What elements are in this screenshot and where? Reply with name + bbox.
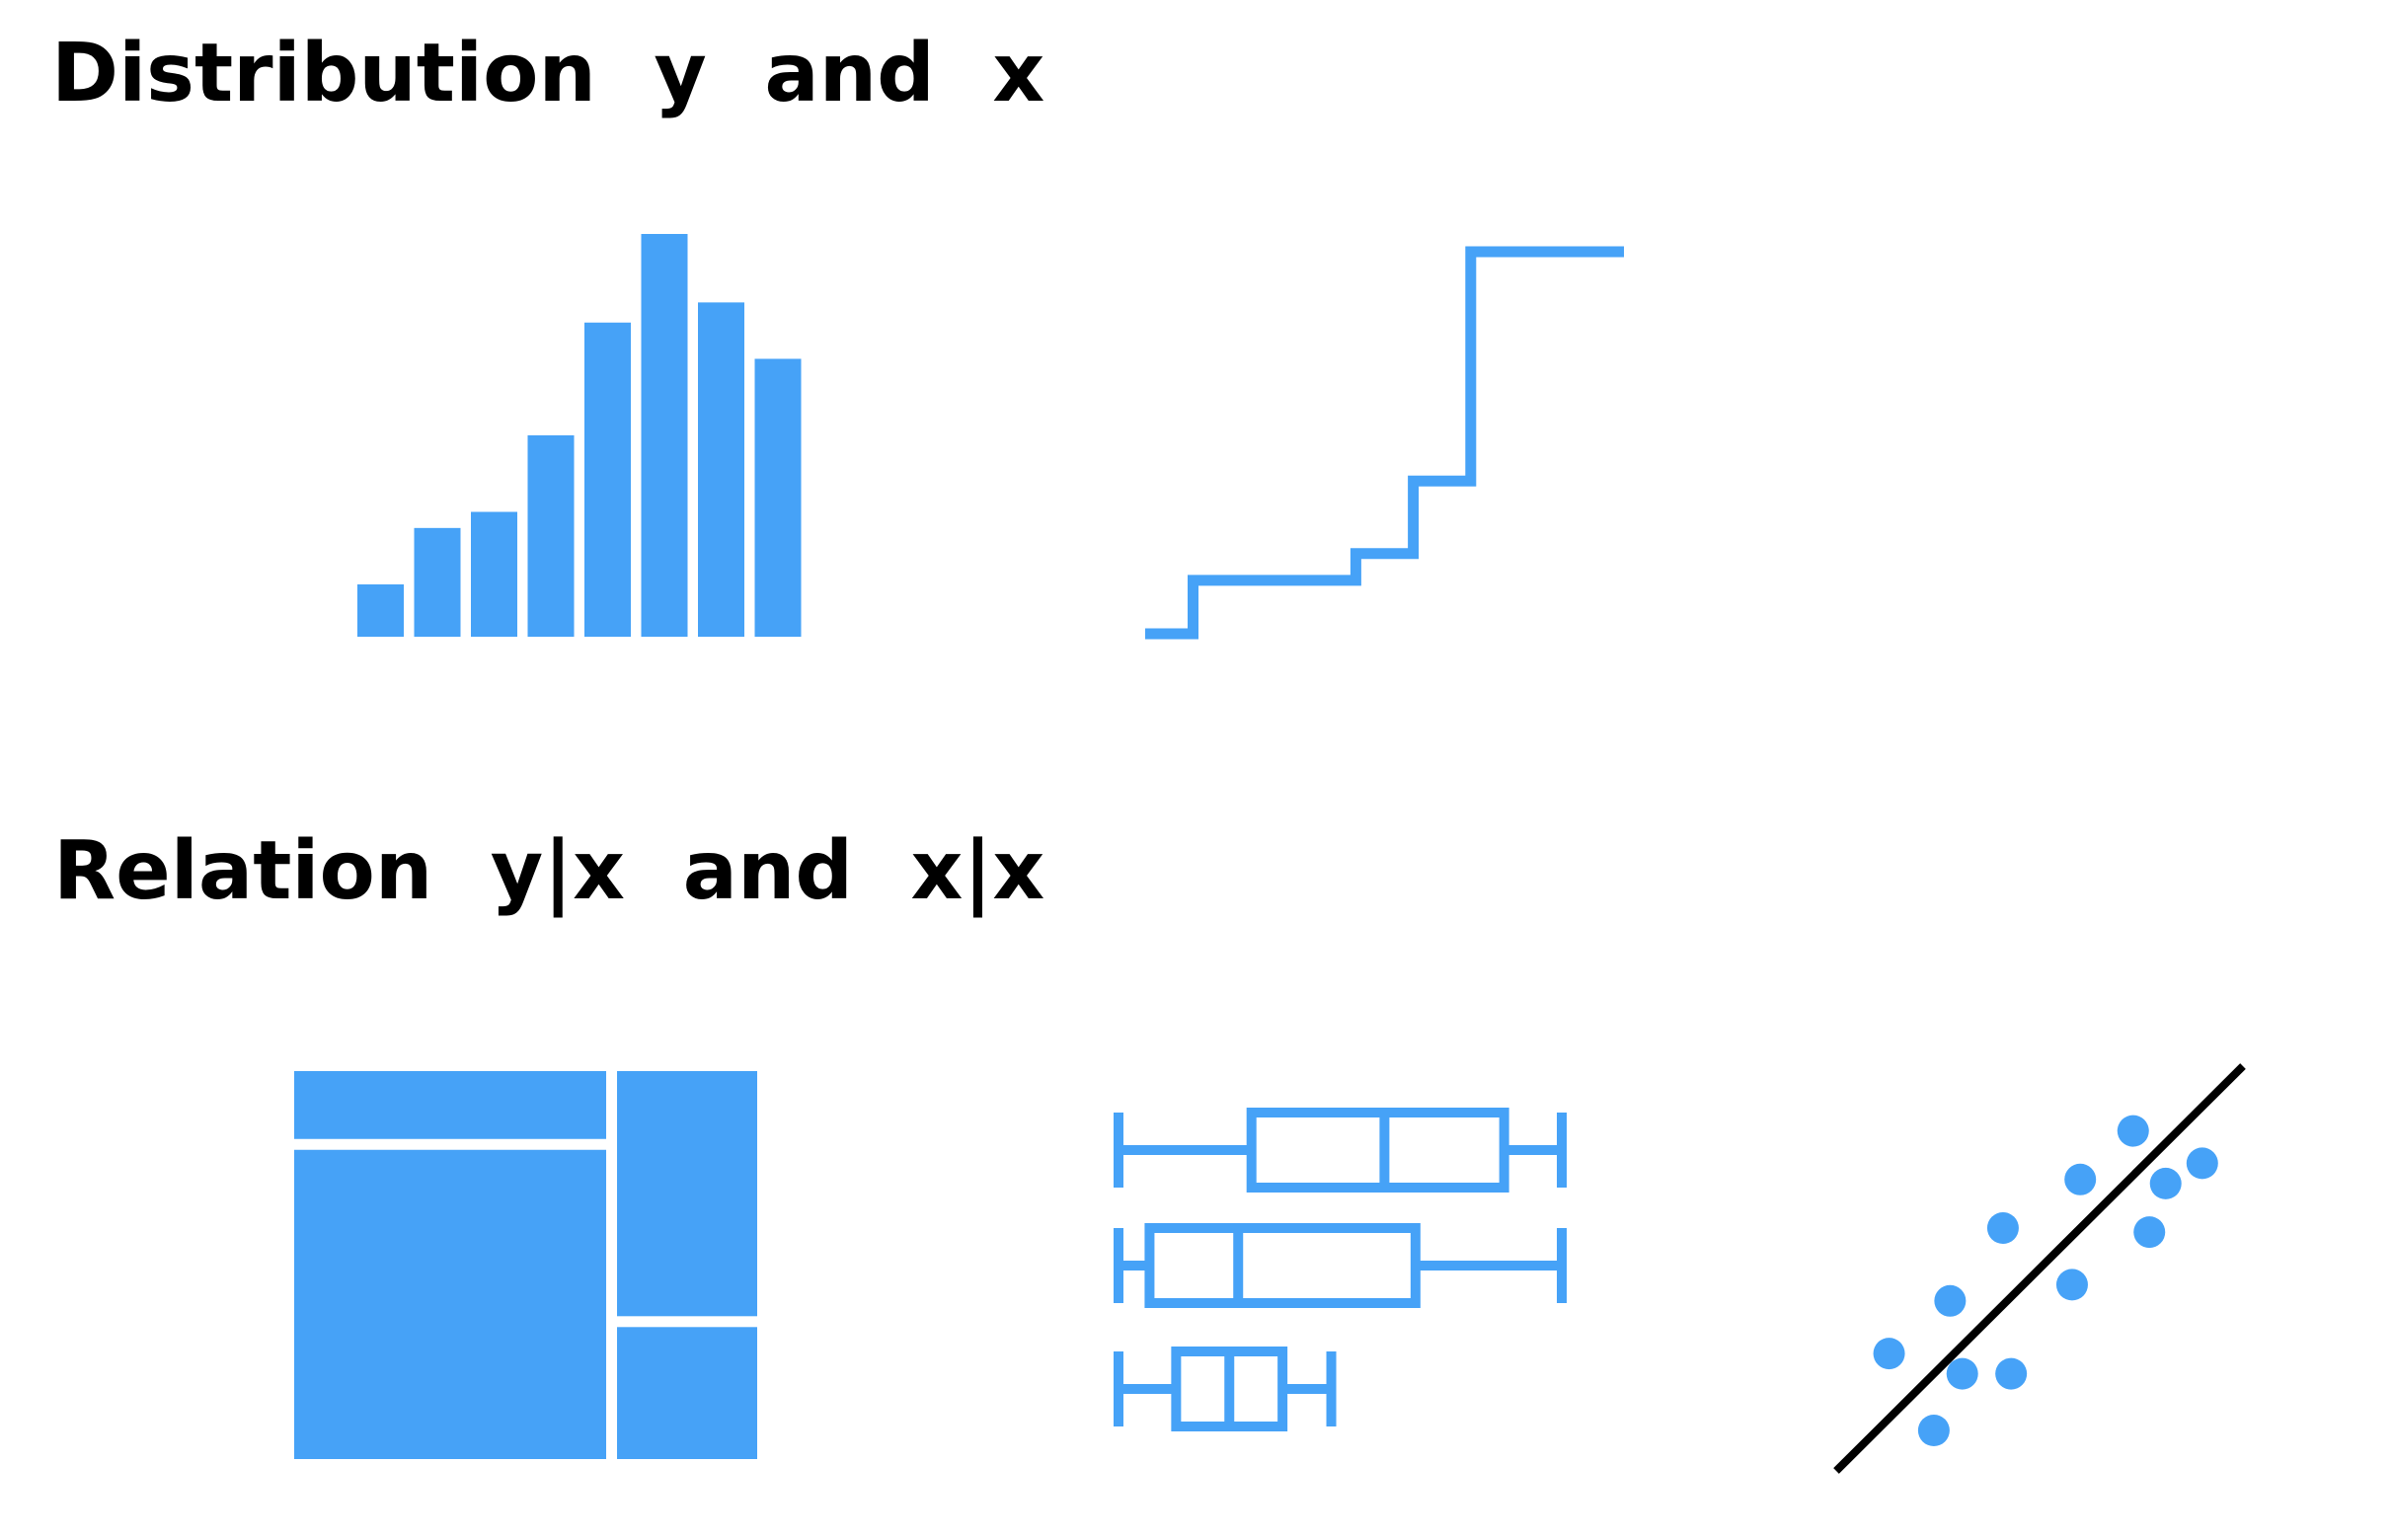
scatter-point [1986,1212,2019,1244]
scatter-point [2055,1269,2088,1301]
histogram-icon [357,234,802,637]
histogram-bar [471,511,517,637]
scatter-point [2117,1115,2149,1147]
histogram-bar [698,302,744,637]
step-line [1145,246,1624,640]
histogram-bar [527,435,575,637]
scatter-point [1873,1338,1905,1370]
scatter-point [1917,1415,1950,1446]
histogram-bar [754,358,802,637]
mosaic-tile [617,1071,757,1317]
scatter-point [2133,1216,2166,1249]
box-body [1144,1223,1421,1308]
step-function-icon [1145,246,1624,640]
mosaic-tile [617,1327,757,1459]
scatter-point [1946,1357,1978,1390]
scatter-point [2149,1167,2182,1199]
fit-line [1833,1063,2246,1474]
mosaic-tile [294,1149,607,1459]
histogram-bar [584,322,631,637]
mosaic-plot-icon [294,1071,757,1459]
mosaic-tile [294,1071,607,1139]
box-body [1246,1108,1509,1193]
scatter-point [2186,1147,2218,1180]
scatter-plot-with-fit-line-icon [1833,1063,2246,1474]
relation-heading: Relation y|x and x|x [53,824,1045,918]
distribution-heading: Distribution y and x [51,27,1045,120]
box-plot-icon [1114,1108,1567,1431]
scatter-point [1934,1284,1967,1317]
histogram-bar [357,583,404,637]
histogram-bar [641,234,688,637]
scatter-point [2064,1163,2097,1195]
scatter-point [1995,1357,2028,1390]
histogram-bar [414,527,461,637]
